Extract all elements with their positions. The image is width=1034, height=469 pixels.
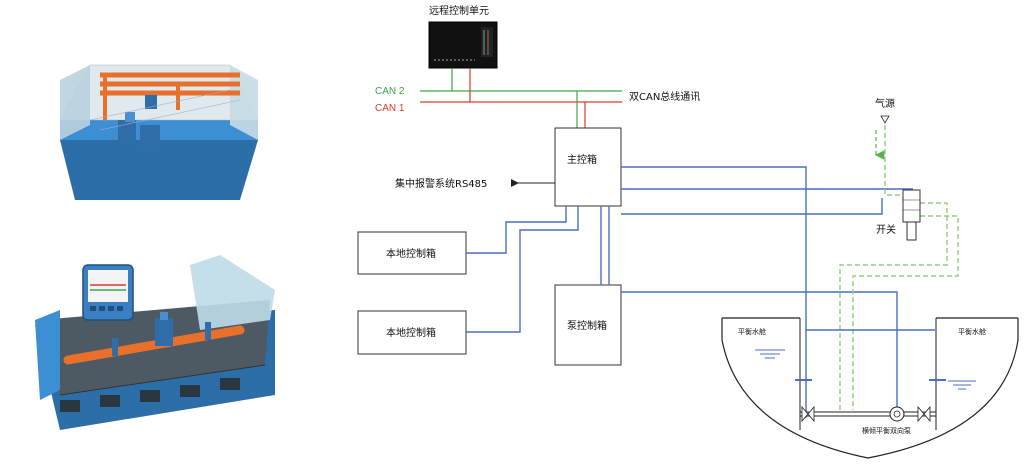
air-source-icon: [880, 115, 890, 124]
main-control-box: [554, 127, 622, 207]
tank-left-label: 平衡水舱: [738, 327, 766, 336]
air-valve-assembly: 气源 开关: [875, 97, 921, 241]
pump-control-box: [554, 284, 622, 366]
local-control-box-2: [357, 310, 467, 355]
alarm-rs485-label: 集中报警系统RS485: [395, 177, 487, 190]
pump-deck-illustration: [35, 255, 275, 430]
valve-left-icon: [801, 405, 815, 423]
can1-label: CAN 1: [375, 103, 405, 114]
can-bus: CAN 2 CAN 1 双CAN总线通讯: [375, 68, 700, 128]
pump-box-label: 泵控制箱: [567, 319, 607, 332]
local-box-1-label: 本地控制箱: [386, 247, 436, 260]
bidirectional-pump-icon: [889, 406, 905, 422]
switch-valve-icon: [902, 189, 921, 223]
valve-right-icon: [917, 405, 931, 423]
air-source-label: 气源: [875, 97, 895, 110]
local-box-2-label: 本地控制箱: [386, 326, 436, 339]
hull-section: 平衡水舱 平衡水舱 横倾平衡双向泵: [721, 317, 1019, 459]
signal-wiring: [466, 166, 913, 418]
air-lines: [839, 125, 959, 410]
local-control-box-1: [357, 231, 467, 275]
tank-right-label: 平衡水舱: [958, 327, 986, 336]
pump-label: 横倾平衡双向泵: [862, 426, 911, 435]
switch-label: 开关: [876, 223, 896, 236]
remote-control-unit: 远程控制单元: [428, 4, 498, 69]
remote-unit-label: 远程控制单元: [429, 4, 489, 17]
can2-label: CAN 2: [375, 86, 405, 97]
main-box-label: 主控箱: [567, 153, 597, 166]
dual-can-label: 双CAN总线通讯: [629, 90, 700, 103]
tank-room-illustration: [59, 64, 259, 200]
